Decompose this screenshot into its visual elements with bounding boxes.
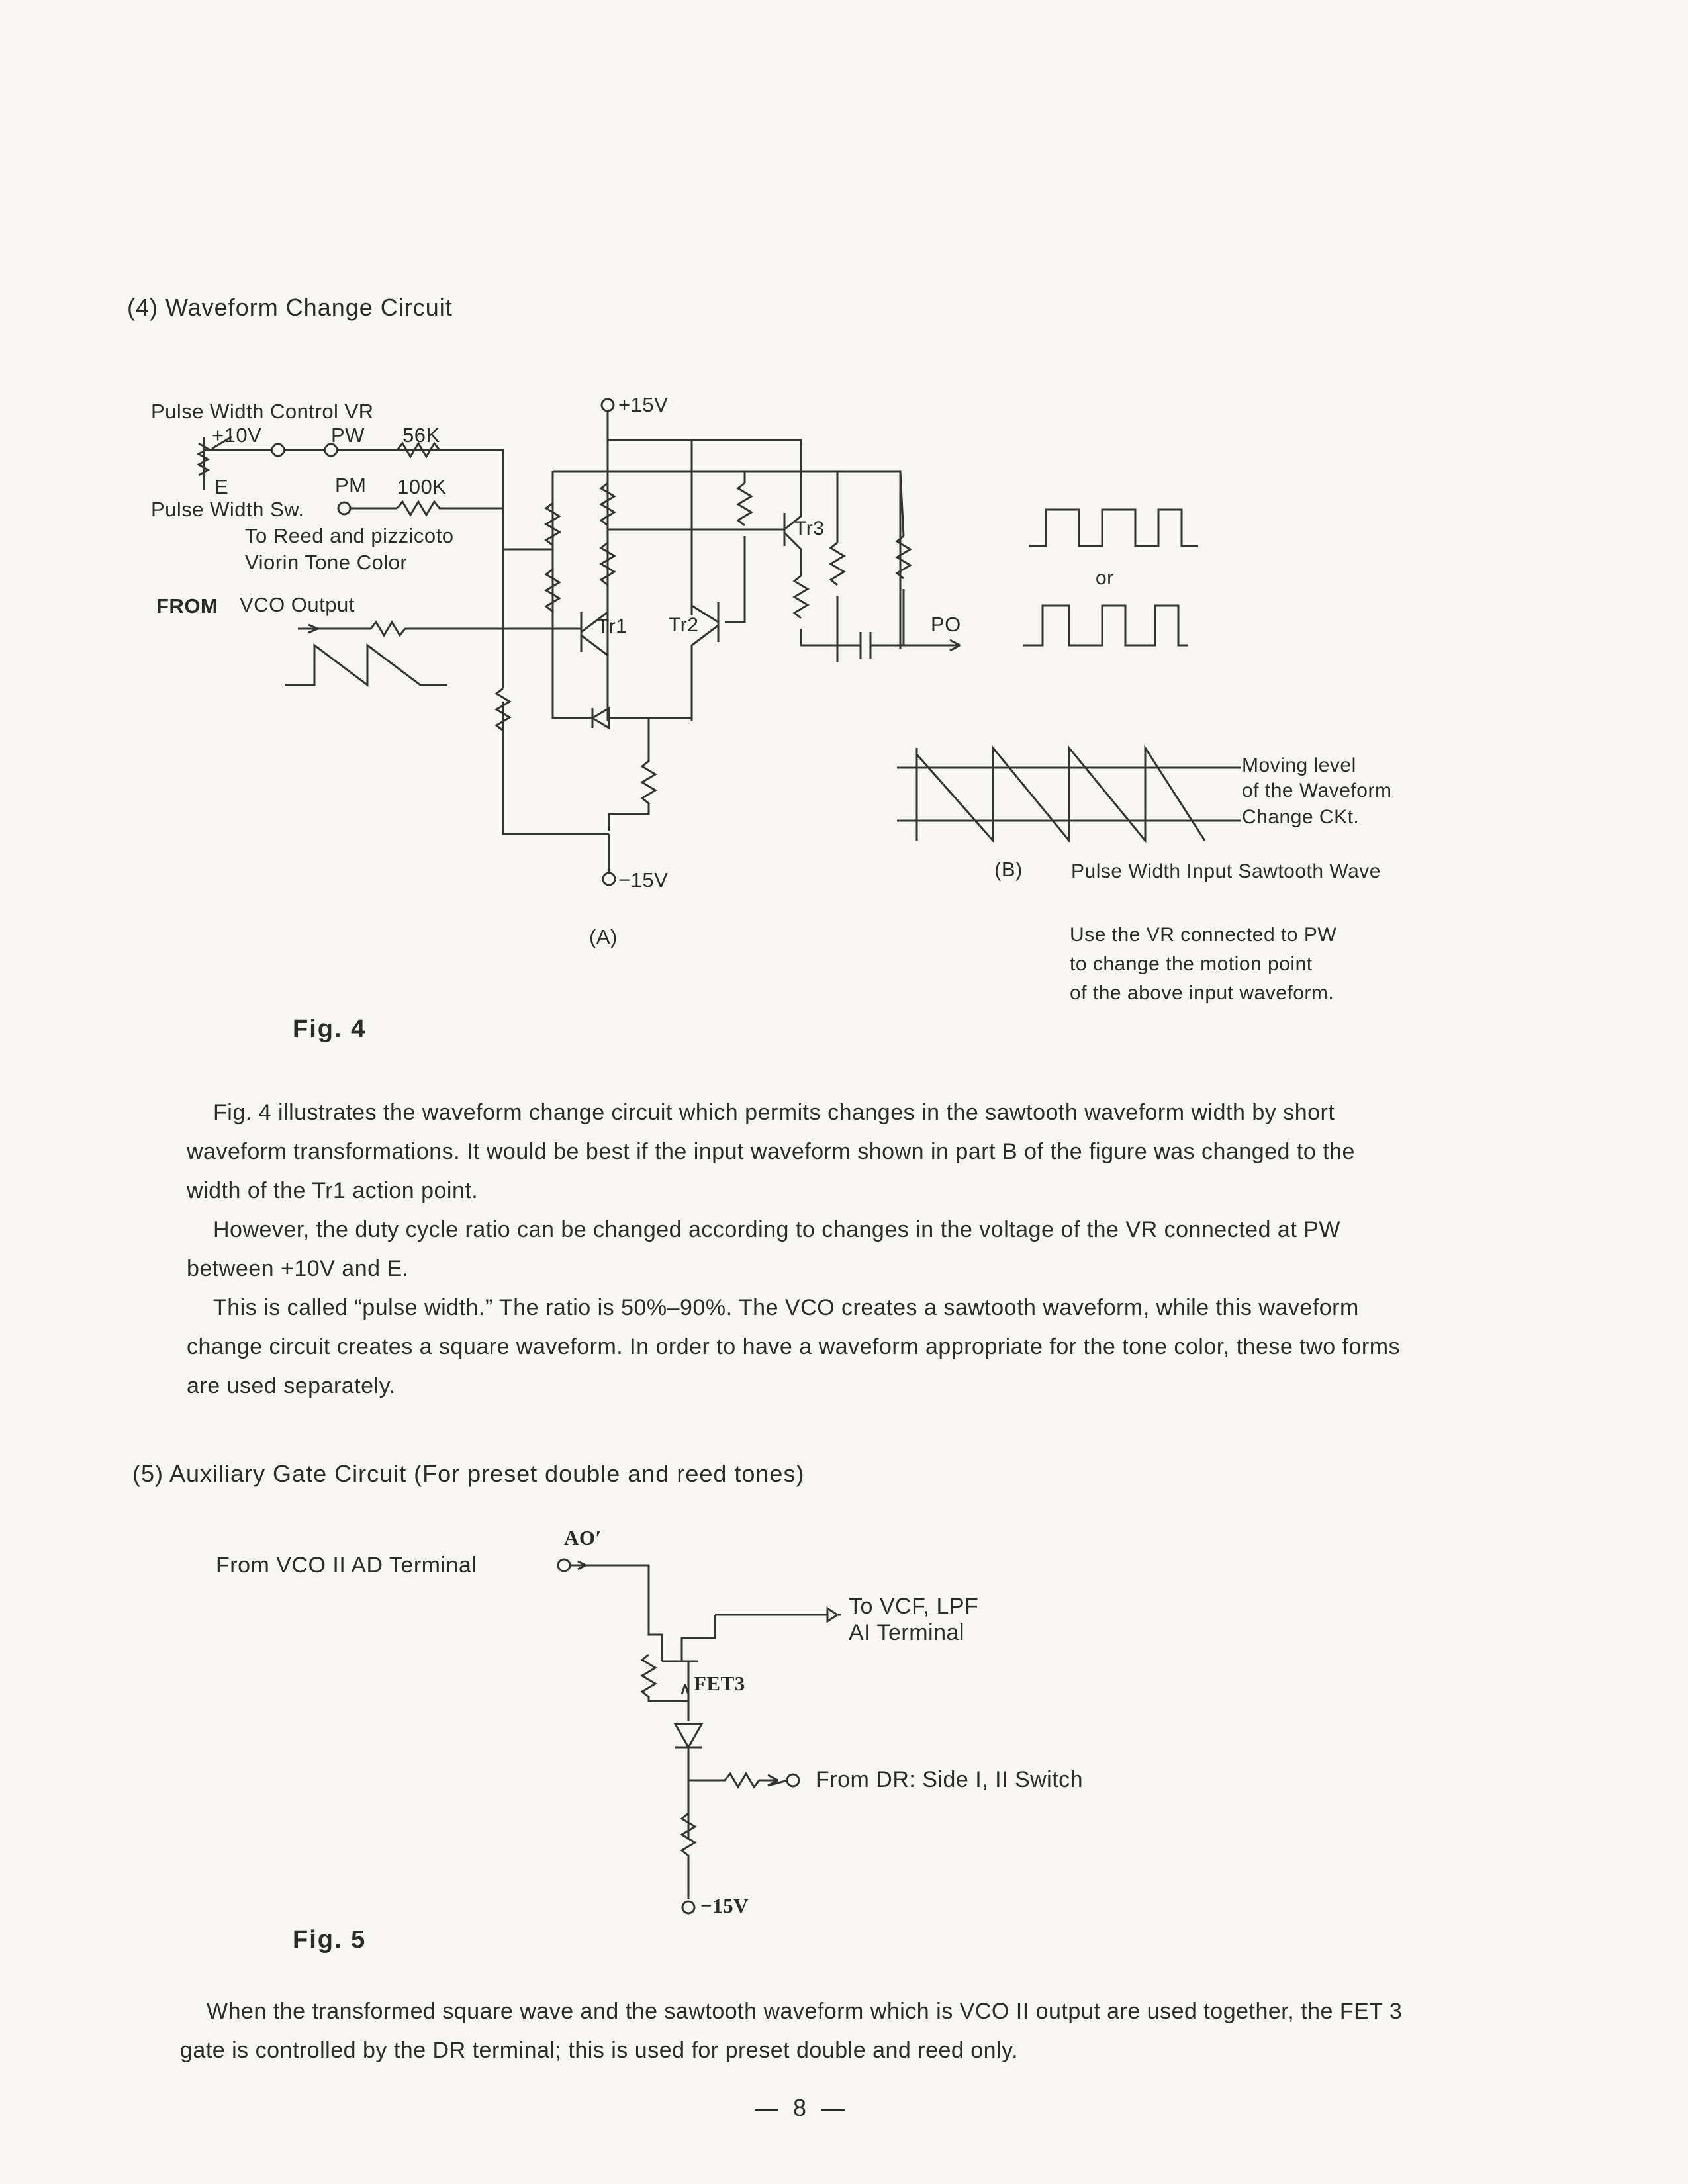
label-plus10v: +10V xyxy=(212,424,262,447)
label-to-reed-1: To Reed and pizzicoto xyxy=(245,524,454,547)
fig5-dr-resistor xyxy=(688,1772,788,1789)
label-minus15v: −15V xyxy=(618,868,669,891)
fig5-paragraph: When the transformed square wave and the… xyxy=(180,1999,1403,2063)
pulse-width-sawtooth xyxy=(915,744,1206,844)
label-moving-2: of the Waveform xyxy=(1242,780,1392,801)
label-or: or xyxy=(1096,567,1114,589)
fig5-diode xyxy=(673,1723,704,1750)
r-mid-1 xyxy=(599,482,616,527)
label-from-vco-ii: From VCO II AD Terminal xyxy=(216,1553,477,1578)
ao-terminal xyxy=(557,1558,571,1572)
pm-terminal xyxy=(337,501,352,516)
section-5-heading: (5) Auxiliary Gate Circuit (For preset d… xyxy=(132,1460,805,1487)
section-4-heading: (4) Waveform Change Circuit xyxy=(127,294,453,321)
label-plus15v: +15V xyxy=(618,393,669,416)
page-number: — 8 — xyxy=(755,2094,849,2121)
label-pulse-width-sw: Pulse Width Sw. xyxy=(151,498,305,521)
label-pw: PW xyxy=(331,424,365,447)
fig5-label: Fig. 5 xyxy=(293,1926,367,1954)
r-tr3-collector xyxy=(792,574,810,619)
label-fig5-minus15v: −15V xyxy=(700,1894,749,1917)
label-pulse-width-control-vr: Pulse Width Control VR xyxy=(151,400,374,423)
square-wave-2 xyxy=(1023,604,1188,647)
tr1-transistor xyxy=(580,602,609,721)
fig5-left-resistor xyxy=(640,1653,688,1702)
label-to-vcf-1: To VCF, LPF xyxy=(849,1594,979,1619)
plus15v-rail xyxy=(606,411,802,695)
label-use-vr-2: to change the motion point xyxy=(1070,953,1313,975)
fig5-description: When the transformed square wave and the… xyxy=(180,1992,1431,2070)
r-emitter xyxy=(608,718,657,831)
pot-wiper xyxy=(211,435,232,450)
label-to-vcf-2: AI Terminal xyxy=(849,1620,964,1645)
label-to-reed-2: Viorin Tone Color xyxy=(245,551,408,574)
fig5-output-arrow xyxy=(715,1606,839,1623)
label-ao: AO′ xyxy=(564,1526,602,1549)
vco-input-resistor xyxy=(298,620,503,637)
r-right-2 xyxy=(895,535,912,580)
tr2-transistor xyxy=(690,602,720,721)
label-tr2: Tr2 xyxy=(669,614,699,636)
output-capacitor xyxy=(851,632,940,659)
label-from: FROM xyxy=(156,594,218,617)
label-part-b: (B) xyxy=(994,858,1023,881)
diode xyxy=(576,706,610,730)
label-pulse-width-input: Pulse Width Input Sawtooth Wave xyxy=(1071,860,1381,882)
label-pm: PM xyxy=(335,474,367,497)
pw-terminal-b xyxy=(324,443,338,457)
label-from-dr: From DR: Side I, II Switch xyxy=(816,1767,1084,1792)
label-part-a: (A) xyxy=(589,925,618,948)
r-mid-2 xyxy=(599,541,616,586)
label-e: E xyxy=(214,475,229,498)
fig4-description: Fig. 4 illustrates the waveform change c… xyxy=(187,1093,1411,1406)
label-use-vr-3: of the above input waveform. xyxy=(1070,982,1335,1004)
pw-terminal-a xyxy=(271,443,285,457)
fig4-paragraph-1: Fig. 4 illustrates the waveform change c… xyxy=(187,1100,1355,1203)
minus15v-terminal xyxy=(602,872,616,886)
r-left-2 xyxy=(544,568,561,613)
fig4-paragraph-2: However, the duty cycle ratio can be cha… xyxy=(187,1217,1340,1281)
fig4-paragraph-3: This is called “pulse width.” The ratio … xyxy=(187,1295,1401,1398)
po-arrow xyxy=(940,639,961,652)
square-wave-1 xyxy=(1029,508,1198,547)
r-left-1 xyxy=(544,502,561,547)
label-tr1: Tr1 xyxy=(597,615,628,637)
label-moving-1: Moving level xyxy=(1242,754,1356,776)
input-sawtooth xyxy=(285,643,447,687)
pm-100k-resistor xyxy=(396,500,503,517)
fet3-transistor xyxy=(662,1615,716,1721)
left-bus xyxy=(502,457,609,835)
label-tr3: Tr3 xyxy=(794,518,825,539)
pot-vr xyxy=(196,437,211,490)
label-po: PO xyxy=(931,613,961,636)
label-moving-3: Change CKt. xyxy=(1242,806,1360,828)
fig5-input-wire xyxy=(586,1564,663,1661)
label-fet3: FET3 xyxy=(694,1672,745,1695)
fig5-bottom-resistor xyxy=(680,1812,697,1899)
r-tr3-base xyxy=(736,482,753,527)
vco-input-arrow xyxy=(298,623,318,634)
fig4-label: Fig. 4 xyxy=(293,1015,367,1043)
label-vco-output: VCO Output xyxy=(240,593,355,616)
dr-terminal xyxy=(786,1773,800,1788)
r-right-1 xyxy=(829,541,846,586)
label-56k: 56K xyxy=(402,424,440,447)
tr3-transistor xyxy=(783,477,802,576)
fig5-minus15v-terminal xyxy=(681,1900,696,1915)
plus15v-terminal xyxy=(600,398,615,412)
vr-56k-resistor xyxy=(396,441,441,459)
label-use-vr-1: Use the VR connected to PW xyxy=(1070,924,1337,946)
label-100k: 100K xyxy=(397,475,447,498)
bias-resistor xyxy=(494,687,512,732)
